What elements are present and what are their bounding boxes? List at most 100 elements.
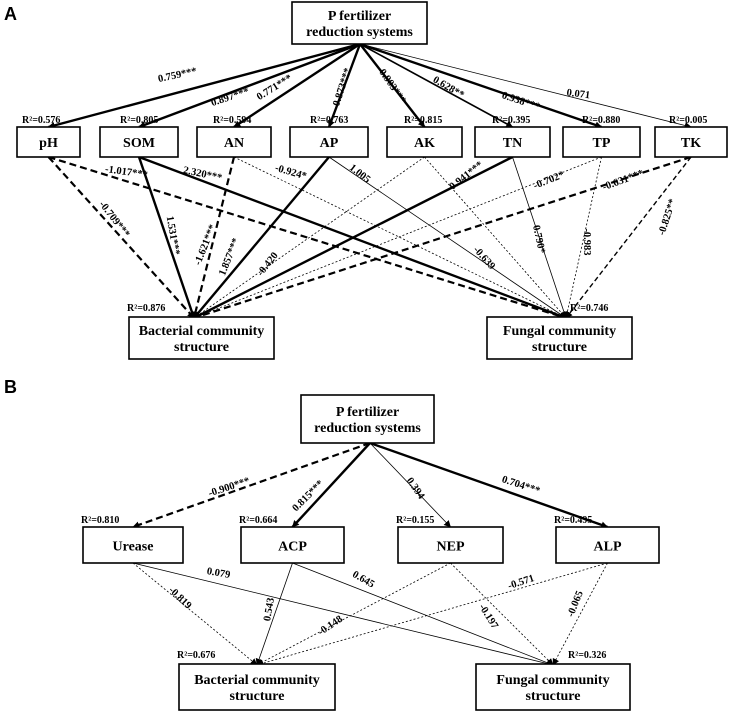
coef-AN-fun: -0.924* (274, 163, 308, 182)
r2-ACP: R²=0.664 (239, 515, 277, 526)
r2-TN: R²=0.395 (492, 115, 530, 126)
panel-label-A: A (4, 4, 17, 24)
target-fun-A-label: structure (532, 340, 587, 355)
edge-source-TK (359, 43, 692, 129)
mediator-AK-box (386, 126, 463, 158)
r2-ALP: R²=0.495 (554, 515, 592, 526)
edge-source-NEP (369, 442, 451, 528)
mediator-AP: AP (289, 126, 369, 158)
r2-NEP: R²=0.155 (396, 515, 434, 526)
edge-AN-fun (233, 156, 567, 319)
mediator-pH: pH (16, 126, 81, 158)
coef-TK-bac: -0.631*** (601, 168, 645, 193)
r2-target-fun-A: R²=0.746 (570, 303, 608, 314)
mediator-NEP-box (397, 526, 504, 564)
target-bac-B-box (178, 663, 336, 711)
edge-source-ALP (369, 441, 609, 529)
mediator-TK-box (654, 126, 728, 158)
coef-ACP-bac: 0.543 (262, 597, 277, 622)
mediator-TP-label: TP (593, 136, 611, 151)
mediator-NEP-label: NEP (437, 539, 465, 554)
mediator-ACP-label: ACP (278, 539, 307, 554)
mediator-AP-box (289, 126, 369, 158)
target-bac-A-label: Bacterial community (139, 324, 265, 339)
coef-NEP-fun: -0.197 (476, 602, 500, 631)
edge-pH-fun (48, 155, 567, 320)
target-bac-B-label: structure (230, 689, 285, 704)
edge-NEP-bac (256, 562, 451, 666)
mediator-NEP: NEP (397, 526, 504, 564)
coef-source-ALP: 0.704*** (500, 474, 541, 497)
target-fun-B-box (475, 663, 631, 711)
r2-TP: R²=0.880 (582, 115, 620, 126)
coef-Urease-bac: -0.819 (166, 585, 193, 612)
coef-AK-bac: -0.420 (255, 250, 280, 278)
mediator-TN: TN (474, 126, 551, 158)
source-node-B-label: reduction systems (314, 421, 421, 436)
source-node-B-label: P fertilizer (336, 405, 399, 420)
coef-source-TP: 0.938*** (500, 90, 541, 113)
edge-SOM-bac (137, 156, 196, 319)
mediator-Urease-box (82, 526, 184, 564)
r2-target-bac-A: R²=0.876 (127, 303, 165, 314)
target-bac-A-box (128, 316, 275, 360)
source-node-A-label: P fertilizer (328, 9, 391, 24)
mediator-TN-label: TN (503, 136, 522, 151)
target-fun-B-label: structure (526, 689, 581, 704)
edge-ACP-bac (255, 562, 293, 666)
coef-AK-fun: -0.639 (471, 245, 497, 273)
edge-TP-bac (193, 156, 602, 319)
edge-AN-bac (192, 156, 236, 319)
edge-TK-bac (193, 155, 692, 320)
coef-source-Urease: -0.900*** (207, 476, 251, 500)
edge-TN-fun (512, 156, 568, 319)
edge-ACP-fun (292, 562, 554, 666)
coef-Urease-fun: 0.079 (206, 566, 231, 581)
mediator-TP-box (562, 126, 641, 158)
coef-source-AK: 0.903*** (376, 67, 408, 106)
r2-pH: R²=0.576 (22, 115, 60, 126)
mediator-SOM-box (99, 126, 179, 158)
coef-ALP-bac: -0.571 (507, 573, 536, 592)
coef-source-TK: 0.071 (566, 88, 591, 102)
coef-source-AP: 0.873*** (331, 67, 354, 108)
coef-AP-fun: 1.005 (347, 162, 372, 185)
edge-Urease-fun (132, 562, 554, 667)
coef-pH-bac: -0.709*** (96, 199, 131, 240)
coef-TN-bac: 0.941*** (448, 160, 486, 193)
r2-Urease: R²=0.810 (81, 515, 119, 526)
target-bac-A-label: structure (174, 340, 229, 355)
mediator-ALP: ALP (555, 526, 660, 564)
panel-label-B: B (4, 377, 17, 397)
edge-TK-fun (565, 156, 692, 319)
coef-TK-fun: -0.825** (657, 198, 679, 237)
target-fun-A-label: Fungal community (503, 324, 616, 339)
edge-AP-bac (193, 156, 330, 319)
r2-TK: R²=0.005 (669, 115, 707, 126)
mediator-TP: TP (562, 126, 641, 158)
edge-ALP-bac (256, 562, 608, 667)
mediator-ACP-box (240, 526, 345, 564)
coef-AN-bac: -1.621*** (193, 223, 219, 267)
mediator-AK-label: AK (414, 136, 435, 151)
coef-TN-fun: 0.790* (530, 224, 547, 255)
edge-NEP-fun (450, 562, 554, 666)
source-node-A-box (291, 1, 428, 45)
mediator-SOM-label: SOM (123, 136, 155, 151)
edge-source-ACP (291, 442, 371, 528)
coef-AP-bac: 1.857*** (217, 237, 242, 278)
edge-source-pH (47, 42, 361, 129)
mediator-AP-label: AP (320, 136, 339, 151)
edge-pH-bac (47, 156, 195, 319)
source-node-B-box (300, 394, 435, 444)
mediator-TK: TK (654, 126, 728, 158)
r2-AP: R²=0.763 (310, 115, 348, 126)
edge-source-TP (359, 42, 603, 129)
coef-TP-fun: -0.983 (581, 228, 592, 255)
mediator-TN-box (474, 126, 551, 158)
